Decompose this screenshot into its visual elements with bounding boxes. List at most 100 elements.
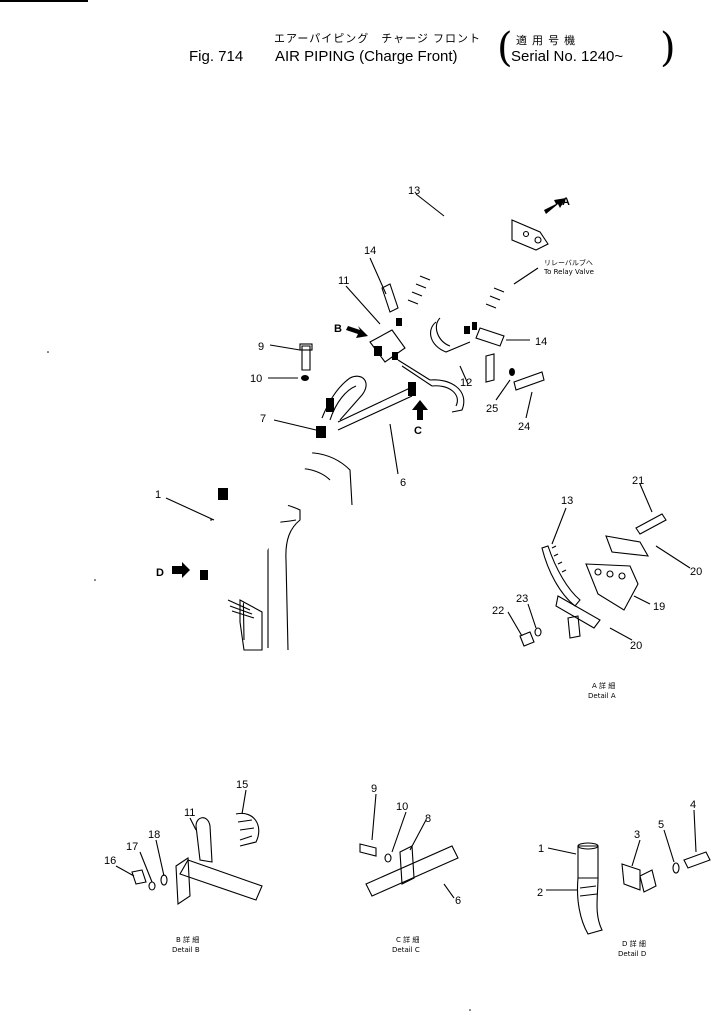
detail-b: 15 11 18 17 16 B 詳 細 Detail B (104, 779, 263, 954)
label-16: 16 (104, 855, 116, 867)
bracket-a (511, 219, 549, 251)
view-label-c: C (414, 425, 422, 437)
figure-number: Fig. 714 (189, 48, 244, 65)
detail-b-caption-en: Detail B (172, 946, 200, 954)
view-label-b: B (334, 323, 342, 335)
clamp-8 (408, 382, 416, 396)
label-7-main: 7 (260, 413, 266, 425)
label-8: 8 (425, 813, 431, 825)
arrow-d (172, 562, 190, 578)
relay-note-english: To Relay Valve (543, 268, 594, 276)
washer-17 (148, 881, 156, 891)
fitting-7 (316, 426, 326, 438)
label-9-main: 9 (258, 341, 264, 353)
bolt-9 (301, 345, 311, 371)
detail-d: 1 2 3 5 4 D 詳 細 Detail D (537, 799, 711, 958)
main-assembly: 13 14 11 9 10 7 14 12 25 24 6 1 A B C D … (155, 178, 594, 651)
label-5: 5 (658, 819, 664, 831)
u-bolt-15 (235, 812, 260, 847)
plate-19 (585, 563, 639, 611)
pipe-1 (206, 439, 319, 614)
serial-range: Serial No. 1240~ (511, 48, 624, 65)
label-1-main: 1 (155, 489, 161, 501)
label-20-upper: 20 (690, 566, 702, 578)
washer-10-detail (384, 853, 392, 863)
label-13-main: 13 (408, 185, 420, 197)
bolt-21 (635, 513, 667, 535)
label-13-detail-a: 13 (561, 495, 573, 507)
washer-23 (534, 627, 542, 637)
label-19: 19 (653, 601, 665, 613)
bolt-4 (683, 851, 711, 869)
pipe-11-detail (179, 859, 263, 901)
corner-rule (0, 0, 88, 2)
arrow-c (412, 400, 428, 420)
label-11-detail-b: 11 (184, 807, 195, 819)
clamp-3 (621, 863, 641, 891)
clamp-2 (200, 570, 208, 580)
pipe-13-detail (541, 545, 581, 607)
clamp-8-detail (399, 845, 415, 885)
title-japanese: エアーパイピング チャージ フロント (274, 33, 481, 45)
label-17: 17 (126, 841, 138, 853)
label-18: 18 (148, 829, 160, 841)
label-12-main: 12 (460, 377, 472, 389)
serial-label-japanese: 適 用 号 機 (516, 35, 577, 47)
nut-16 (131, 869, 147, 885)
pipe-12 (429, 379, 465, 413)
relay-note-japanese: リレーバルブへ (544, 258, 593, 267)
label-21: 21 (632, 475, 644, 487)
arrow-b (346, 326, 368, 338)
clamp-1 (218, 488, 228, 500)
label-11-main: 11 (338, 275, 349, 287)
label-1-detail-d: 1 (538, 843, 544, 855)
washer-10 (301, 375, 309, 381)
label-25-main: 25 (486, 403, 498, 415)
detail-d-caption-en: Detail D (618, 950, 646, 958)
detail-d-caption-jp: D 詳 細 (622, 939, 646, 948)
label-10-main: 10 (250, 373, 262, 385)
detail-a: 13 21 20 19 20 23 22 A 詳 細 Detail A (492, 475, 702, 700)
bolt-9-detail (359, 843, 377, 857)
clamp-20-lower (555, 595, 601, 629)
pipe-1-detail (577, 845, 599, 879)
title-english: AIR PIPING (Charge Front) (275, 48, 458, 65)
hose-end-fitting (239, 599, 263, 651)
hose-14b (475, 327, 505, 347)
pipe-6-detail (365, 845, 459, 897)
label-23: 23 (516, 593, 528, 605)
label-10-detail-c: 10 (396, 801, 408, 813)
label-6-detail-c: 6 (455, 895, 461, 907)
label-24-main: 24 (518, 421, 530, 433)
label-3: 3 (634, 829, 640, 841)
label-9-detail-c: 9 (371, 783, 377, 795)
right-paren: ) (660, 25, 676, 71)
detail-c: 9 10 8 6 C 詳 細 Detail C (359, 783, 461, 954)
label-15: 15 (236, 779, 248, 791)
washer-25 (509, 368, 515, 376)
label-14b-main: 14 (535, 336, 547, 348)
label-14-main: 14 (364, 245, 376, 257)
detail-a-caption-jp: A 詳 細 (592, 681, 615, 690)
washer-5 (672, 862, 680, 874)
detail-b-caption-jp: B 詳 細 (176, 935, 199, 944)
detail-c-caption-en: Detail C (392, 946, 420, 954)
nut-22 (519, 631, 535, 647)
left-paren: ( (497, 25, 513, 71)
washer-18 (160, 874, 168, 886)
arrow-a (544, 198, 566, 214)
label-4: 4 (690, 799, 696, 811)
view-label-d: D (156, 567, 164, 579)
detail-a-caption-en: Detail A (588, 692, 616, 700)
hose-2-detail (576, 877, 603, 935)
view-label-a: A (562, 196, 570, 208)
hose-14a (381, 283, 399, 313)
bolt-24 (513, 371, 545, 391)
clamp-20-upper (605, 535, 650, 557)
label-2: 2 (537, 887, 543, 899)
bracket-b (175, 857, 191, 905)
detail-c-caption-jp: C 詳 細 (396, 935, 419, 944)
label-6-main: 6 (400, 477, 406, 489)
label-22: 22 (492, 605, 504, 617)
